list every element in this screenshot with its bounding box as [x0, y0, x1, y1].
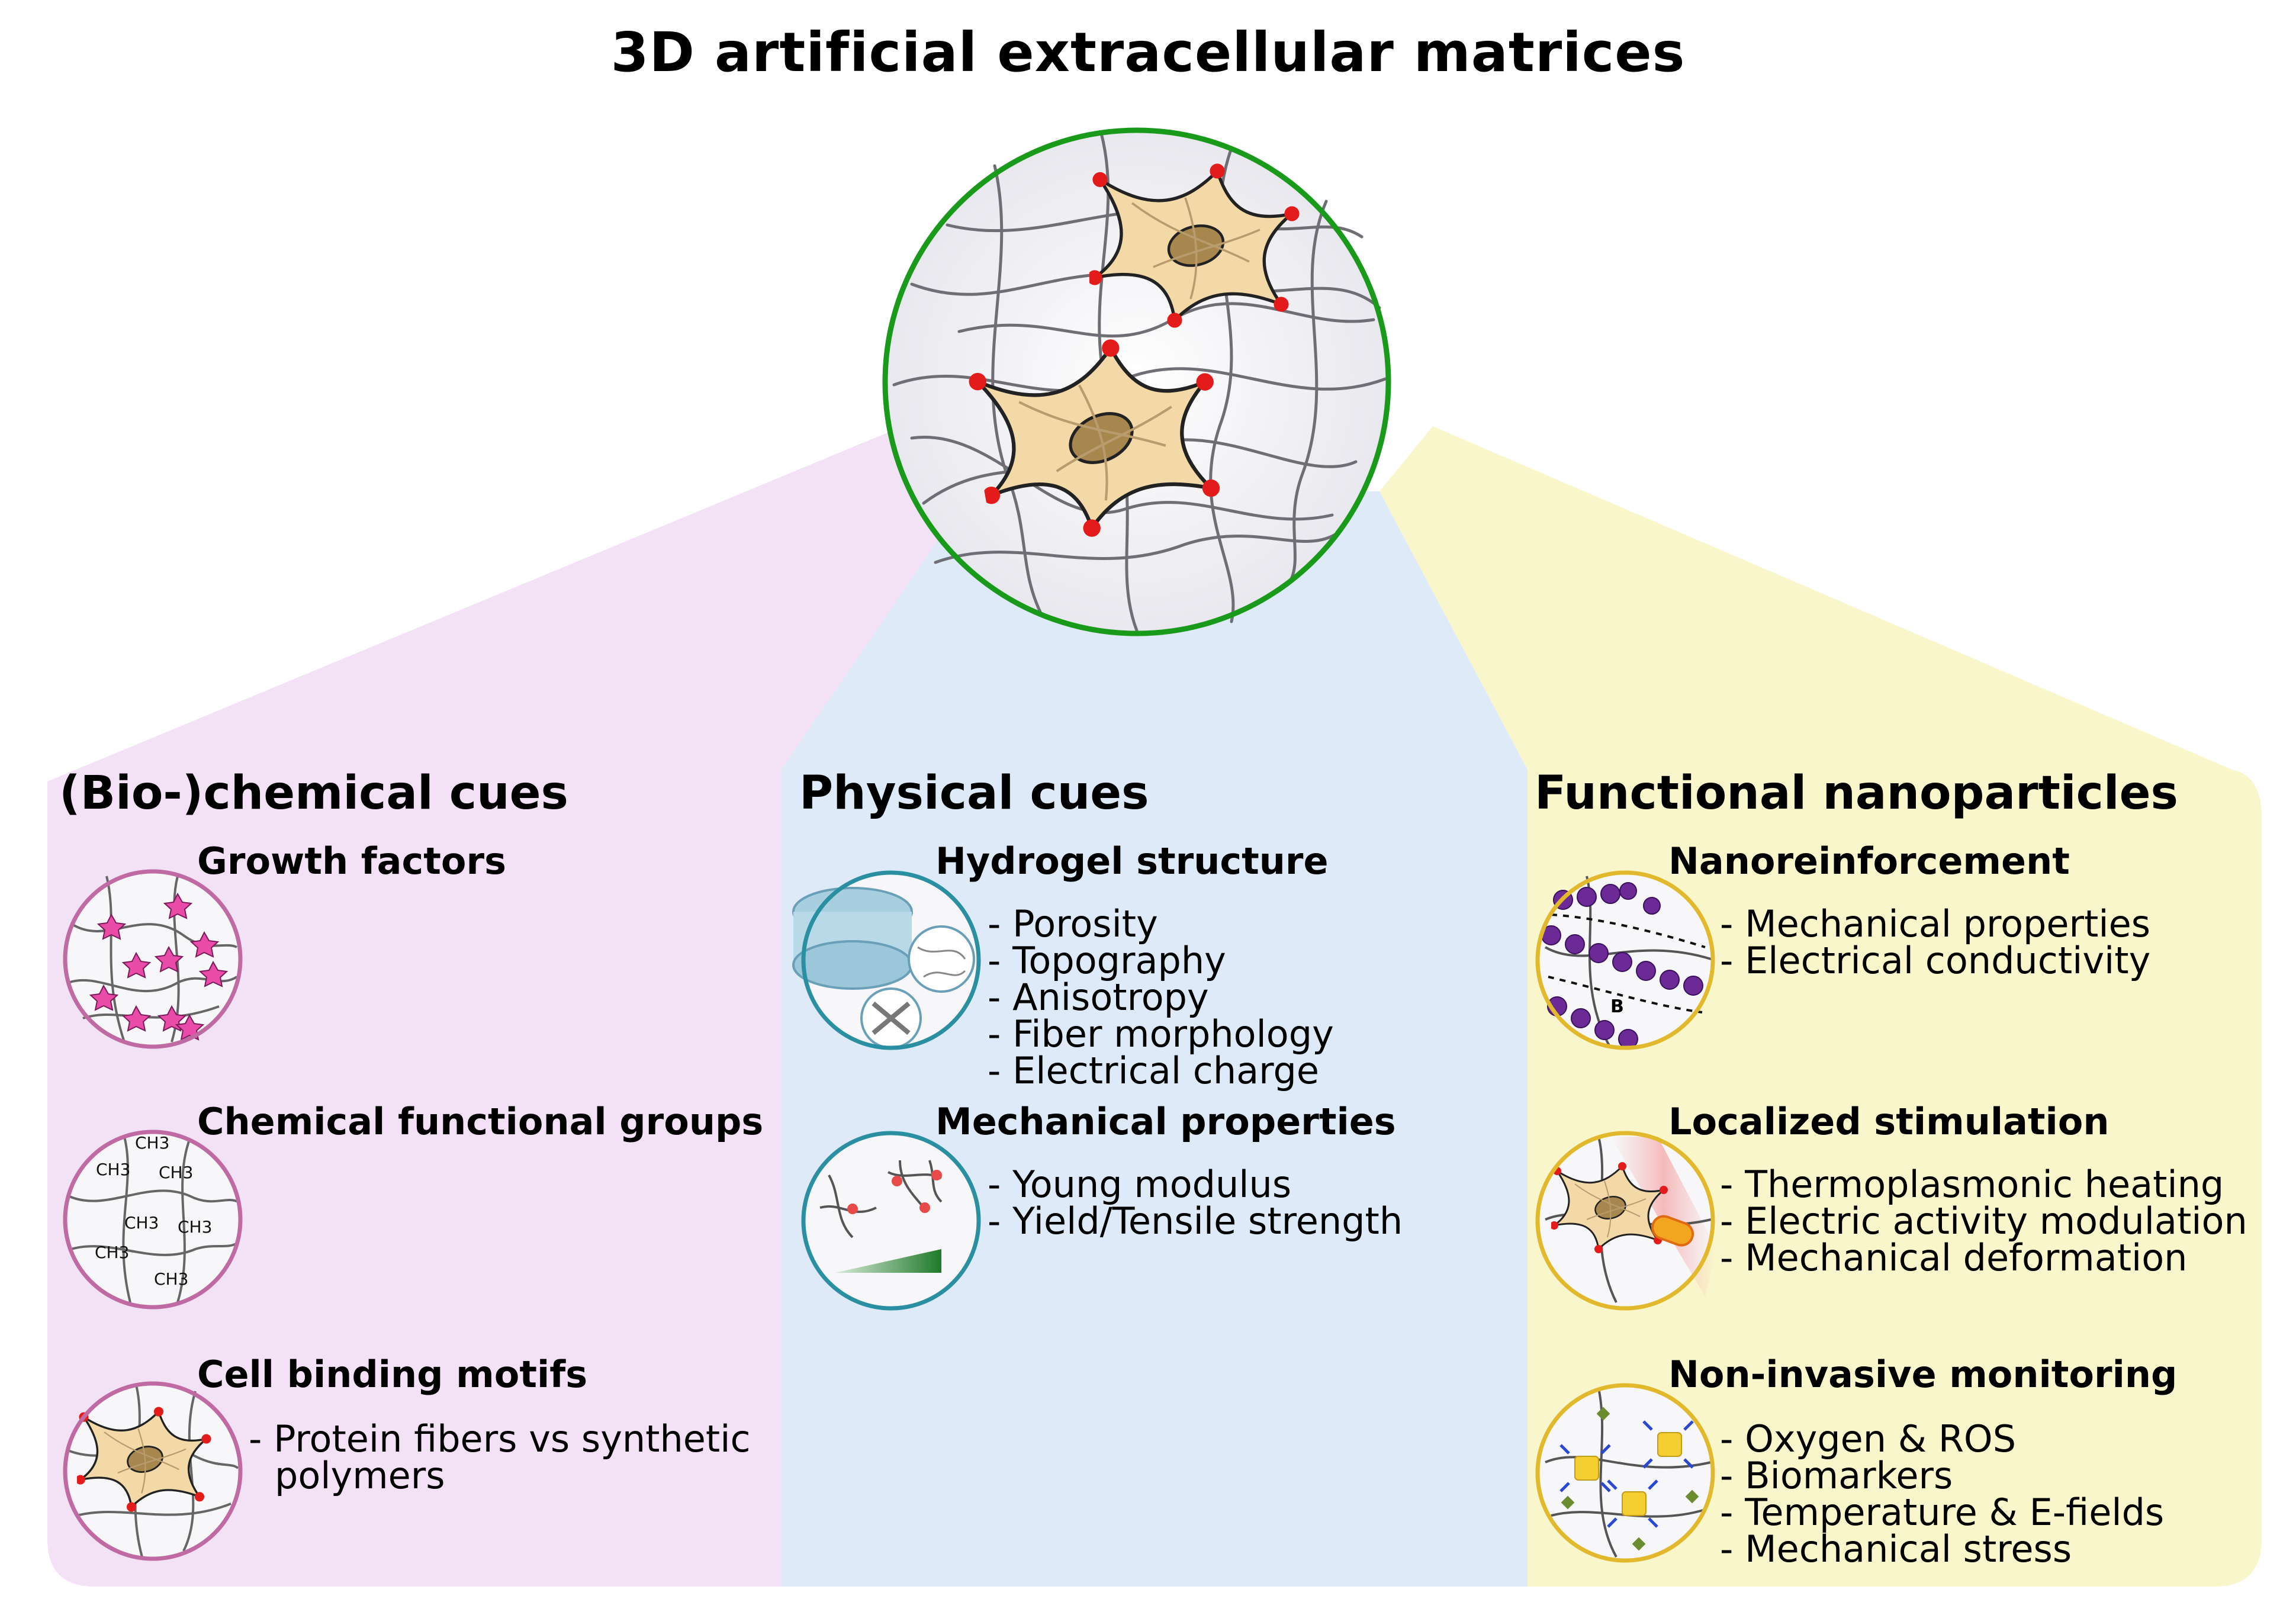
list-item: Anisotropy	[988, 979, 1334, 1016]
section-title-chemical-groups: Chemical functional groups	[197, 1100, 764, 1143]
list-item: Yield/Tensile strength	[988, 1203, 1403, 1240]
section-title-cell-binding: Cell binding motifs	[197, 1353, 588, 1396]
list-item: Young modulus	[988, 1166, 1403, 1203]
section-title-mechanical-properties: Mechanical properties	[935, 1100, 1396, 1143]
list-item: Biomarkers	[1720, 1458, 2164, 1494]
list-item: Electrical charge	[988, 1053, 1334, 1089]
ch3-label: CH3	[124, 1213, 159, 1233]
column-title-physical: Physical cues	[799, 767, 1149, 820]
section-title-nanoreinforcement: Nanoreinforcement	[1668, 839, 2070, 883]
list-item: Protein fibers vs synthetic	[249, 1421, 750, 1458]
list-item: Mechanical stress	[1720, 1531, 2164, 1568]
field-b-label: B	[1610, 996, 1624, 1017]
ch3-label: CH3	[159, 1163, 193, 1182]
list-item: Electrical conductivity	[1720, 942, 2150, 979]
cell-binding-list: Protein fibers vs synthetic polymers	[249, 1421, 750, 1497]
list-item: Oxygen & ROS	[1720, 1421, 2164, 1458]
list-item: Topography	[988, 942, 1334, 979]
list-item: Electric activity modulation	[1720, 1203, 2247, 1240]
section-title-hydrogel-structure: Hydrogel structure	[935, 839, 1329, 883]
list-item: Thermoplasmonic heating	[1720, 1166, 2247, 1203]
monitoring-icon	[1535, 1383, 1715, 1563]
column-title-biochemical: (Bio-)chemical cues	[59, 767, 568, 820]
list-item: Temperature & E-fields	[1720, 1494, 2164, 1531]
monitoring-list: Oxygen & ROS Biomarkers Temperature & E-…	[1720, 1421, 2164, 1568]
ch3-label: CH3	[178, 1217, 212, 1237]
hydrogel-structure-list: Porosity Topography Anisotropy Fiber mor…	[988, 906, 1334, 1089]
localized-stimulation-icon	[1535, 1131, 1717, 1311]
column-title-functional-nanoparticles: Functional nanoparticles	[1535, 767, 2178, 820]
list-item: Mechanical deformation	[1720, 1240, 2247, 1276]
ch3-label: CH3	[154, 1269, 188, 1289]
page-title: 3D artificial extracellular matrices	[610, 21, 1686, 84]
mechanical-properties-list: Young modulus Yield/Tensile strength	[988, 1166, 1403, 1240]
nanoreinforcement-list: Mechanical properties Electrical conduct…	[1720, 906, 2150, 979]
list-item: Fiber morphology	[988, 1016, 1334, 1053]
cell-binding-icon	[63, 1381, 243, 1561]
nanoreinforcement-icon: B	[1535, 870, 1715, 1050]
section-title-localized-stimulation: Localized stimulation	[1668, 1100, 2110, 1143]
ch3-label: CH3	[96, 1160, 130, 1179]
localized-stimulation-list: Thermoplasmonic heating Electric activit…	[1720, 1166, 2247, 1276]
ch3-label: CH3	[95, 1243, 129, 1262]
list-item: Porosity	[988, 906, 1334, 942]
left-region	[47, 426, 971, 1587]
ecm-circle-ring	[882, 127, 1391, 636]
ecm-hero-illustration	[882, 127, 1391, 636]
hydrogel-structure-icon	[792, 870, 981, 1050]
growth-factors-icon	[63, 869, 243, 1049]
section-title-growth-factors: Growth factors	[197, 839, 506, 883]
ch3-label: CH3	[135, 1133, 169, 1153]
list-item: Mechanical properties	[1720, 906, 2150, 942]
chemical-groups-icon: CH3 CH3 CH3 CH3 CH3 CH3 CH3	[63, 1130, 243, 1310]
section-title-monitoring: Non-invasive monitoring	[1668, 1353, 2178, 1396]
list-item: polymers	[275, 1454, 445, 1497]
mechanical-properties-icon	[801, 1131, 981, 1311]
